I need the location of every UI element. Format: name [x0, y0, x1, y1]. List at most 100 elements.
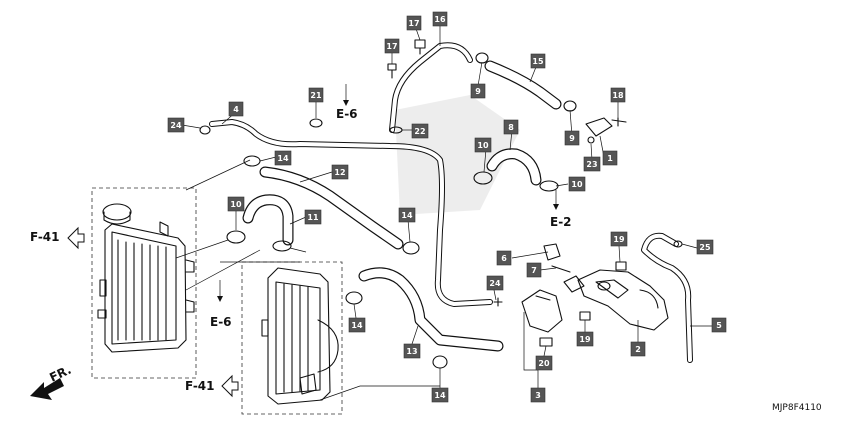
callout-14d[interactable]: 14 [431, 387, 449, 403]
svg-text:25: 25 [699, 243, 711, 252]
callout-7[interactable]: 7 [526, 262, 542, 278]
callout-9b[interactable]: 9 [564, 130, 580, 146]
callout-15[interactable]: 15 [530, 53, 546, 69]
svg-text:17: 17 [408, 19, 419, 28]
svg-text:23: 23 [586, 160, 597, 169]
hose-11[interactable] [242, 194, 294, 246]
svg-text:14: 14 [351, 321, 363, 330]
callout-10b[interactable]: 10 [474, 137, 492, 153]
svg-text:5: 5 [716, 321, 722, 330]
callout-19a[interactable]: 19 [610, 231, 628, 247]
callout-21[interactable]: 21 [308, 87, 324, 103]
svg-text:14: 14 [434, 391, 446, 400]
bracket-3[interactable] [521, 289, 563, 347]
svg-text:9: 9 [475, 87, 481, 96]
svg-text:4: 4 [233, 105, 239, 114]
f41-top-ref[interactable]: F-41 [30, 226, 85, 250]
svg-text:2: 2 [635, 345, 641, 354]
e6-left-ref[interactable]: E-6 [210, 280, 232, 329]
callout-14c[interactable]: 14 [348, 317, 366, 333]
hose-12[interactable] [259, 166, 404, 250]
callout-24b[interactable]: 24 [486, 275, 504, 291]
e2-ref[interactable]: E-2 [550, 190, 572, 229]
callout-22[interactable]: 22 [411, 123, 429, 139]
callout-4[interactable]: 4 [228, 101, 244, 117]
svg-text:10: 10 [230, 200, 242, 209]
callout-23[interactable]: 23 [583, 156, 601, 172]
svg-text:11: 11 [307, 213, 319, 222]
callout-10c[interactable]: 10 [568, 176, 586, 192]
svg-text:22: 22 [414, 127, 425, 136]
callout-13[interactable]: 13 [403, 343, 421, 359]
svg-text:17: 17 [386, 42, 397, 51]
diagram-code: MJP8F4110 [772, 403, 822, 413]
callout-19b[interactable]: 19 [576, 331, 594, 347]
bolts[interactable] [387, 39, 627, 321]
callout-17b[interactable]: 17 [384, 38, 400, 54]
hose-15[interactable] [484, 60, 562, 110]
svg-text:F-41: F-41 [185, 379, 215, 393]
siphon-tube-4[interactable] [209, 119, 493, 307]
svg-text:E-6: E-6 [210, 315, 232, 329]
callout-25[interactable]: 25 [696, 239, 714, 255]
callout-20[interactable]: 20 [535, 355, 553, 371]
svg-text:6: 6 [501, 254, 507, 263]
left-radiator-upper[interactable] [91, 187, 197, 379]
svg-text:18: 18 [612, 91, 624, 100]
svg-text:24: 24 [489, 279, 501, 288]
callout-9a[interactable]: 9 [470, 83, 486, 99]
svg-text:7: 7 [531, 266, 537, 275]
svg-text:1: 1 [607, 154, 613, 163]
callout-18[interactable]: 18 [610, 87, 626, 103]
radiator-cap[interactable] [102, 203, 132, 221]
joint-6-7[interactable] [543, 243, 585, 293]
svg-text:24: 24 [170, 121, 182, 130]
left-radiator-group-outline [91, 187, 197, 379]
callout-3[interactable]: 3 [530, 387, 546, 403]
callout-11[interactable]: 11 [304, 209, 322, 225]
bracket-1[interactable] [585, 117, 613, 144]
svg-text:8: 8 [508, 123, 514, 132]
callout-5[interactable]: 5 [711, 317, 727, 333]
callout-16[interactable]: 16 [432, 11, 448, 27]
svg-text:10: 10 [477, 141, 489, 150]
svg-text:19: 19 [579, 335, 591, 344]
callout-10a[interactable]: 10 [227, 196, 245, 212]
clamps[interactable] [199, 52, 683, 369]
front-indicator: FR. [30, 363, 73, 400]
svg-text:12: 12 [334, 168, 345, 177]
hose-13[interactable] [358, 267, 504, 352]
hose-5[interactable] [641, 232, 693, 363]
svg-text:15: 15 [532, 57, 544, 66]
left-radiator-lower[interactable] [241, 261, 343, 415]
callout-14a[interactable]: 14 [274, 150, 292, 166]
e6-top-ref[interactable]: E-6 [336, 84, 358, 121]
svg-text:3: 3 [535, 391, 541, 400]
hose-16[interactable] [389, 42, 473, 133]
svg-text:20: 20 [538, 359, 550, 368]
callout-24a[interactable]: 24 [167, 117, 185, 133]
pipe-24-lower[interactable] [493, 297, 503, 307]
svg-text:9: 9 [569, 134, 575, 143]
svg-text:E-6: E-6 [336, 107, 358, 121]
svg-text:16: 16 [434, 15, 446, 24]
svg-text:E-2: E-2 [550, 215, 572, 229]
callout-14b[interactable]: 14 [398, 207, 416, 223]
callout-8[interactable]: 8 [503, 119, 519, 135]
callout-2[interactable]: 2 [630, 341, 646, 357]
svg-text:21: 21 [310, 91, 322, 100]
f41-bottom-ref[interactable]: F-41 [185, 374, 239, 398]
callout-1[interactable]: 1 [602, 150, 618, 166]
callout-12[interactable]: 12 [331, 164, 349, 180]
svg-text:19: 19 [613, 235, 625, 244]
callout-17a[interactable]: 17 [406, 15, 422, 31]
callout-6[interactable]: 6 [496, 250, 512, 266]
svg-text:F-41: F-41 [30, 230, 60, 244]
svg-text:14: 14 [401, 211, 413, 220]
svg-text:13: 13 [406, 347, 417, 356]
hose-8[interactable] [486, 148, 542, 186]
svg-text:10: 10 [571, 180, 583, 189]
svg-text:14: 14 [277, 154, 289, 163]
thermostat-housing-2[interactable] [577, 269, 669, 331]
